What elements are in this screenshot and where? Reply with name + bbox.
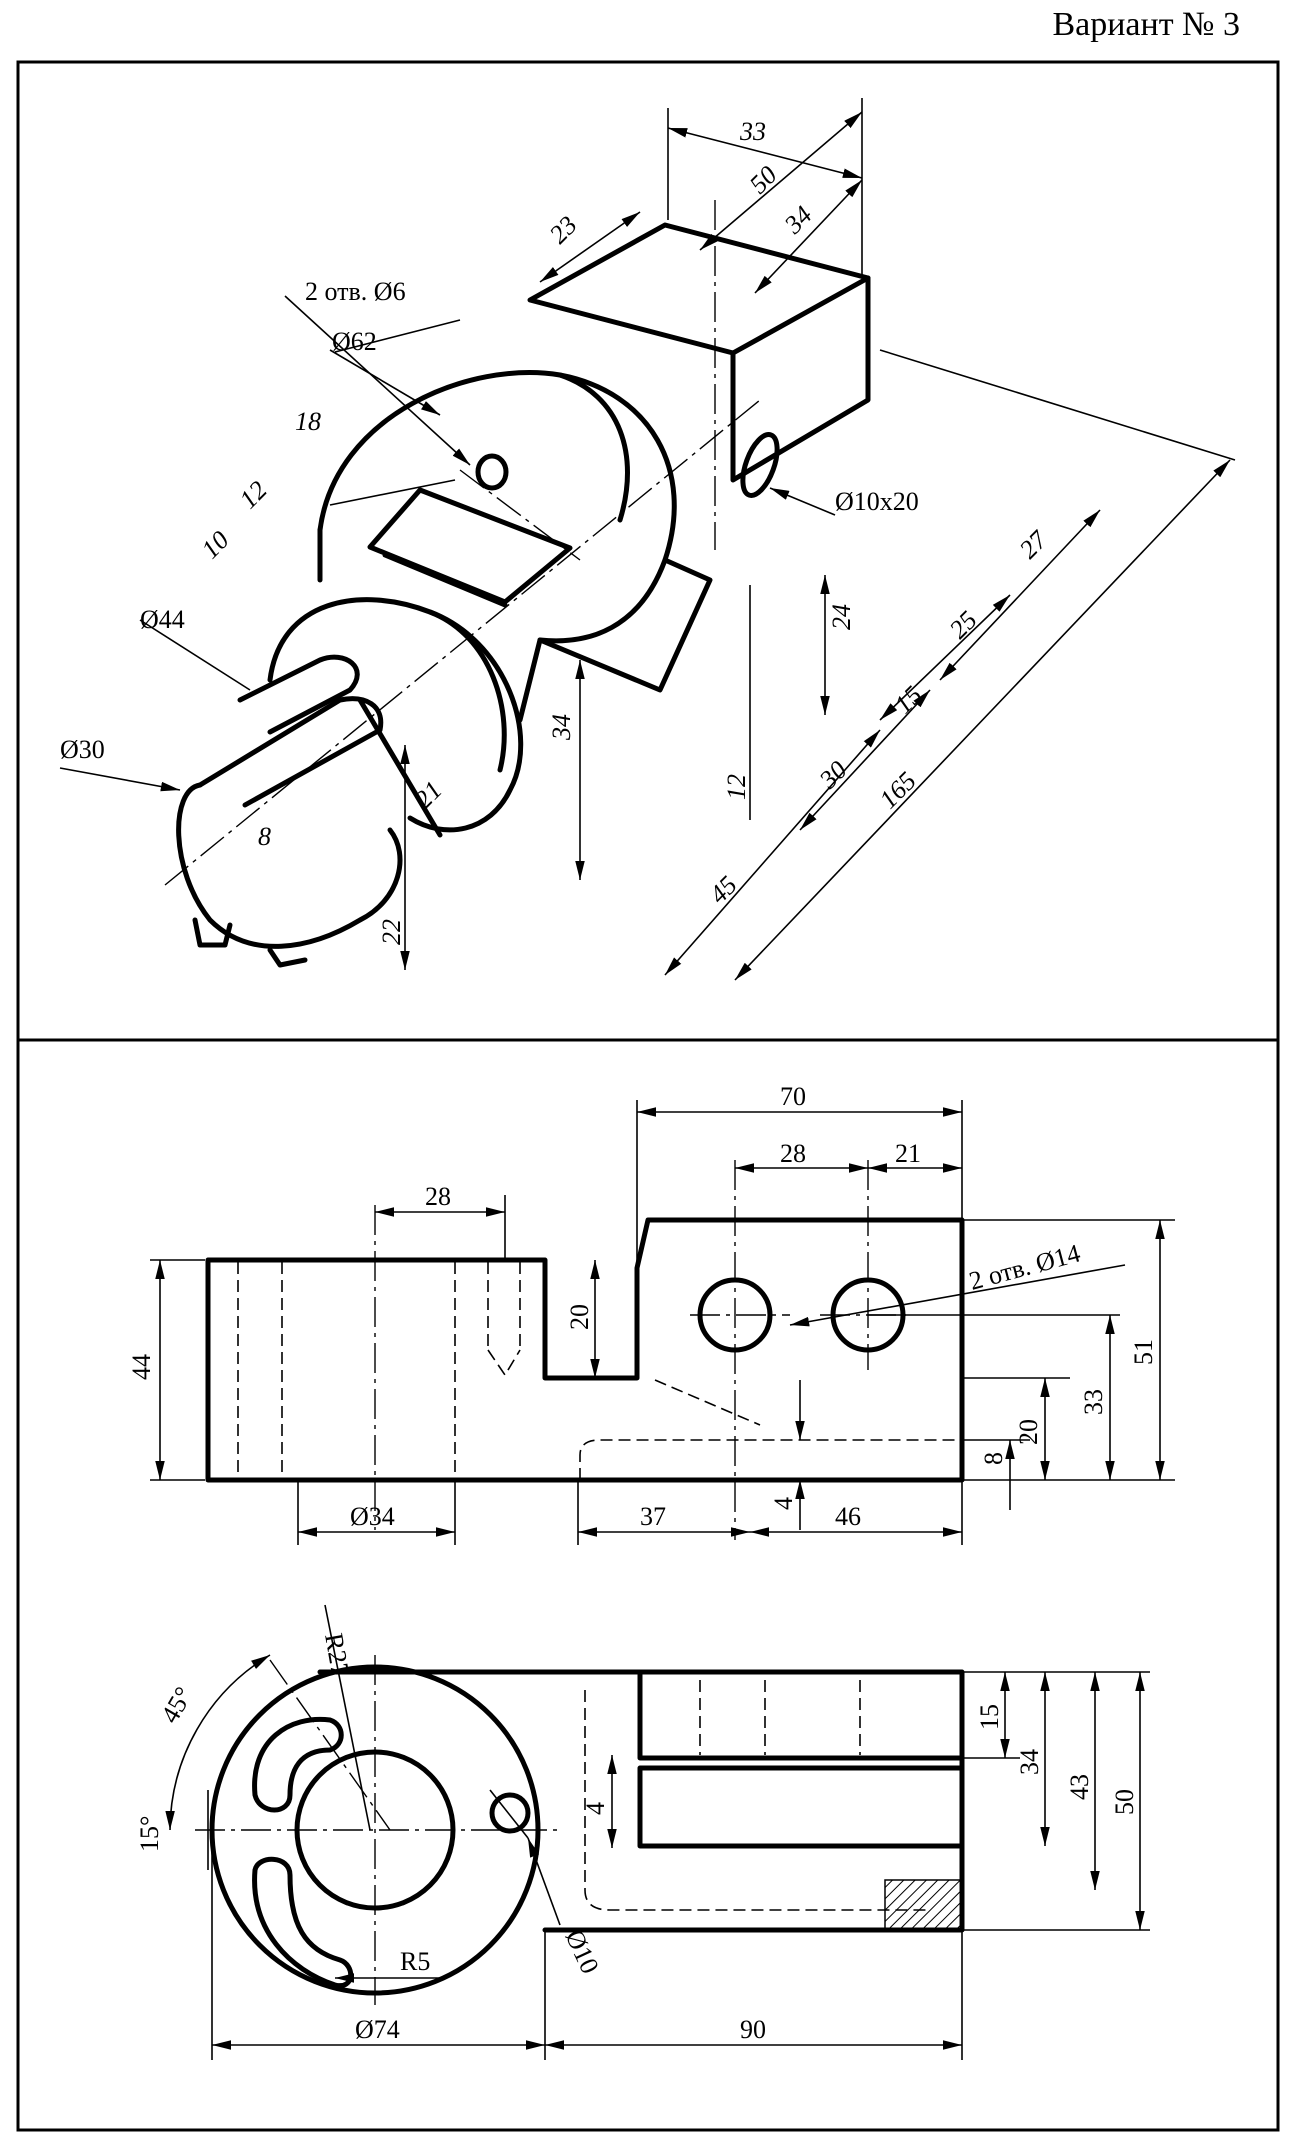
top-dimension-lines bbox=[165, 1604, 1150, 2060]
top-section-hatch bbox=[884, 1879, 963, 1931]
front-dim-70: 70 bbox=[780, 1082, 806, 1111]
top-arc-slot-lower bbox=[252, 1856, 354, 1989]
top-dim-45deg: 45° bbox=[155, 1682, 198, 1728]
top-dim-r5: R5 bbox=[400, 1947, 430, 1976]
iso-dim-22: 22 bbox=[377, 919, 406, 945]
iso-dimension-lines bbox=[59, 98, 1236, 981]
iso-dim-34: 34 bbox=[547, 714, 576, 741]
front-label-holes-14: 2 отв. Ø14 bbox=[966, 1238, 1083, 1295]
top-view: R27 45° 15° R5 Ø10 Ø74 90 15 34 43 50 4 bbox=[135, 1604, 1150, 2060]
front-dim-37: 37 bbox=[640, 1502, 666, 1531]
iso-dim-50: 50 bbox=[744, 160, 783, 199]
sheet-frame bbox=[16, 60, 1280, 2132]
front-dim-51: 51 bbox=[1129, 1339, 1158, 1365]
iso-dim-d44: Ø44 bbox=[140, 605, 185, 634]
front-dim-28b: 28 bbox=[425, 1182, 451, 1211]
front-dim-d34: Ø34 bbox=[350, 1502, 395, 1531]
top-dim-15deg: 15° bbox=[135, 1816, 164, 1852]
front-dim-44: 44 bbox=[127, 1354, 156, 1380]
top-dim-90: 90 bbox=[740, 2015, 766, 2044]
iso-dim-18: 18 bbox=[295, 407, 321, 436]
top-dim-43: 43 bbox=[1065, 1774, 1094, 1800]
iso-hole-6 bbox=[475, 453, 509, 491]
iso-shaft bbox=[176, 654, 443, 968]
iso-large-disc bbox=[317, 370, 677, 644]
top-dim-4: 4 bbox=[581, 1802, 610, 1815]
top-dim-34: 34 bbox=[1015, 1749, 1044, 1775]
variant-number: Вариант № 3 bbox=[1052, 6, 1240, 43]
iso-dim-8: 8 bbox=[258, 822, 271, 851]
front-view: 70 28 21 28 2 отв. Ø14 44 20 51 33 20 8 … bbox=[127, 1082, 1175, 1545]
front-dim-33: 33 bbox=[1079, 1389, 1108, 1415]
top-hole-10 bbox=[489, 1792, 531, 1834]
front-outline bbox=[205, 1217, 965, 1483]
front-dim-4: 4 bbox=[769, 1497, 798, 1510]
iso-dim-33: 33 bbox=[739, 117, 766, 146]
iso-top-block bbox=[527, 222, 871, 498]
front-dim-8: 8 bbox=[979, 1452, 1008, 1465]
iso-dim-slot: Ø10x20 bbox=[835, 487, 919, 516]
front-dim-46: 46 bbox=[835, 1502, 861, 1531]
iso-dim-27: 27 bbox=[1014, 525, 1054, 565]
front-dim-21: 21 bbox=[895, 1139, 921, 1168]
iso-dim-30: 30 bbox=[813, 755, 853, 795]
top-dim-d10: Ø10 bbox=[560, 1925, 605, 1978]
front-dim-20b: 20 bbox=[1014, 1419, 1043, 1445]
iso-dim-45: 45 bbox=[704, 870, 743, 909]
iso-dim-21: 21 bbox=[409, 775, 448, 814]
iso-dim-12: 12 bbox=[234, 475, 273, 514]
front-dim-28a: 28 bbox=[780, 1139, 806, 1168]
iso-label-holes-6: 2 отв. Ø6 bbox=[305, 277, 406, 306]
front-dimension-lines bbox=[150, 1100, 1175, 1545]
iso-dim-15: 15 bbox=[889, 680, 928, 719]
top-dim-50: 50 bbox=[1110, 1789, 1139, 1815]
iso-dim-25: 25 bbox=[944, 605, 983, 644]
iso-middle-cylinder bbox=[267, 527, 713, 833]
iso-dim-12b: 12 bbox=[722, 774, 751, 800]
iso-dim-10: 10 bbox=[196, 525, 235, 564]
top-arc-slot-upper bbox=[252, 1716, 344, 1813]
iso-window bbox=[367, 487, 573, 605]
top-dim-d74: Ø74 bbox=[355, 2015, 400, 2044]
iso-dim-d62: Ø62 bbox=[332, 327, 377, 356]
iso-dim-165: 165 bbox=[874, 766, 922, 814]
iso-dim-24: 24 bbox=[827, 604, 856, 630]
iso-dim-d30: Ø30 bbox=[60, 735, 105, 764]
iso-dim-23: 23 bbox=[544, 210, 583, 249]
front-dim-20a: 20 bbox=[565, 1304, 594, 1330]
isometric-view: 33 50 34 23 2 отв. Ø6 Ø62 18 12 10 Ø44 Ø… bbox=[59, 98, 1236, 981]
top-dim-15: 15 bbox=[975, 1704, 1004, 1730]
